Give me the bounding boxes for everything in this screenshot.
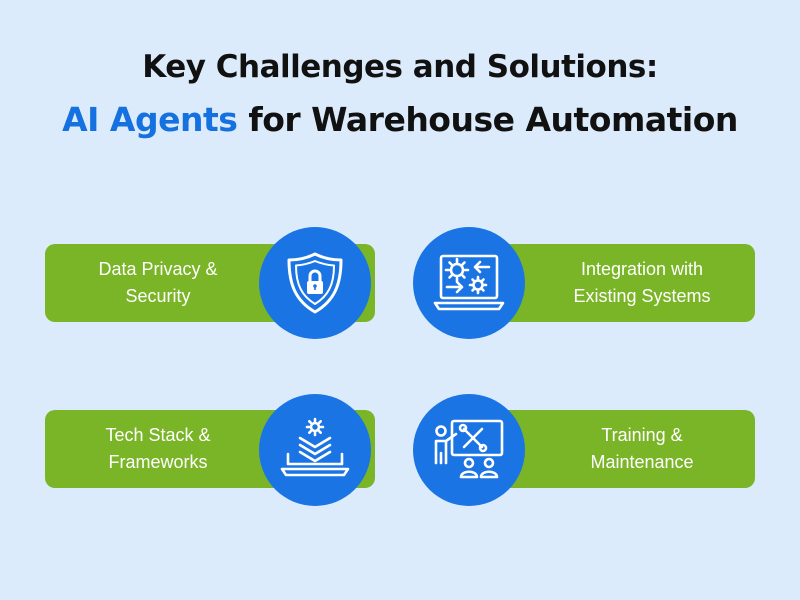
challenge-label: Tech Stack & Frameworks: [53, 410, 263, 488]
title-accent: AI Agents: [62, 100, 238, 139]
challenge-label-line1: Training &: [601, 425, 683, 445]
challenge-label-line2: Security: [125, 286, 191, 306]
challenge-label-line2: Maintenance: [590, 452, 694, 472]
challenge-label-line1: Tech Stack &: [105, 425, 211, 445]
challenge-label: Integration with Existing Systems: [537, 244, 747, 322]
training-board-icon: [413, 394, 525, 506]
laptop-layers-icon: [259, 394, 371, 506]
title-rest: for Warehouse Automation: [237, 100, 738, 139]
challenge-label: Training & Maintenance: [537, 410, 747, 488]
challenge-label-line2: Frameworks: [108, 452, 208, 472]
shield-lock-icon: [259, 227, 371, 339]
challenge-label-line1: Data Privacy &: [98, 259, 218, 279]
challenge-label-line1: Integration with: [580, 259, 704, 279]
challenge-label: Data Privacy & Security: [53, 244, 263, 322]
page-title-line2: AI Agents for Warehouse Automation: [0, 97, 800, 143]
page-title-line1: Key Challenges and Solutions:: [142, 49, 658, 85]
laptop-gears-icon: [413, 227, 525, 339]
challenge-label-line2: Existing Systems: [573, 286, 711, 306]
